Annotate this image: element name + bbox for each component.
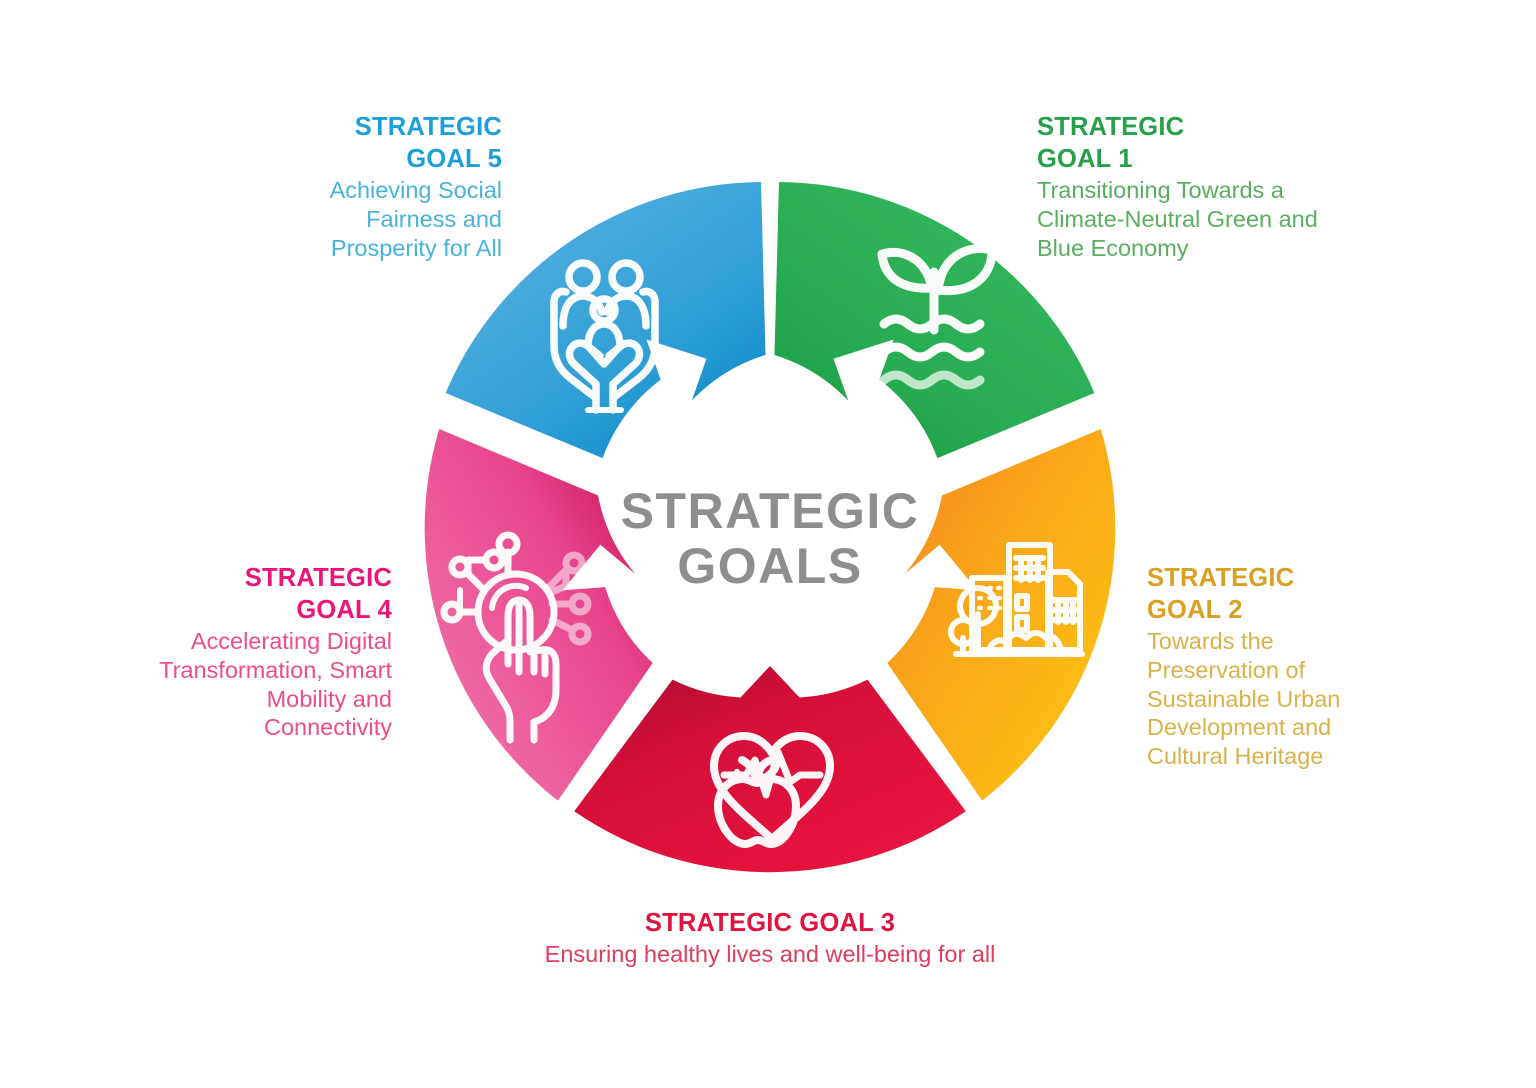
goal-5-description: Achieving Social Fairness and Prosperity…: [329, 177, 502, 261]
goal-4-title-line1: STRATEGIC: [244, 564, 392, 592]
heart-apple-pulse-icon: [710, 732, 834, 848]
center-title-line2: GOALS: [677, 538, 862, 594]
label-goal-1[interactable]: STRATEGIC GOAL 1 Transitioning Towards a…: [1037, 112, 1337, 262]
goal-1-description: Transitioning Towards a Climate-Neutral …: [1037, 177, 1318, 261]
city-buildings-icon: [948, 542, 1085, 657]
segment-goal-4[interactable]: [424, 429, 653, 801]
goal-4-title-line2: GOAL 4: [296, 596, 392, 625]
hand-touch-network-icon: [440, 531, 592, 744]
goal-5-title-line1: STRATEGIC: [354, 113, 502, 141]
goal-2-title-line2: GOAL 2: [1147, 596, 1243, 625]
goal-3-description: Ensuring healthy lives and well-being fo…: [544, 941, 996, 968]
goal-5-title-line2: GOAL 5: [406, 145, 502, 174]
label-goal-3[interactable]: STRATEGIC GOAL 3 Ensuring healthy lives …: [468, 908, 1072, 969]
goal-2-description: Towards the Preservation of Sustainable …: [1147, 628, 1341, 769]
goal-1-title-line1: STRATEGIC: [1037, 113, 1185, 141]
label-goal-4[interactable]: STRATEGIC GOAL 4 Accelerating Digital Tr…: [140, 563, 392, 742]
goal-2-title-line1: STRATEGIC: [1147, 564, 1295, 592]
goal-3-title: STRATEGIC GOAL 3: [644, 909, 896, 937]
label-goal-2[interactable]: STRATEGIC GOAL 2 Towards the Preservatio…: [1147, 563, 1397, 771]
segment-goal-4-shape: [424, 429, 653, 801]
goal-4-description: Accelerating Digital Transformation, Sma…: [159, 628, 392, 741]
goal-1-title-line2: GOAL 1: [1037, 145, 1133, 174]
hands-family-icon: [550, 259, 659, 414]
label-goal-5[interactable]: STRATEGIC GOAL 5 Achieving Social Fairne…: [258, 112, 502, 262]
segment-goal-2[interactable]: [887, 429, 1116, 801]
sprout-water-icon: [877, 244, 997, 390]
center-title-line1: STRATEGIC: [621, 483, 920, 539]
segment-goal-2-shape: [887, 429, 1116, 801]
